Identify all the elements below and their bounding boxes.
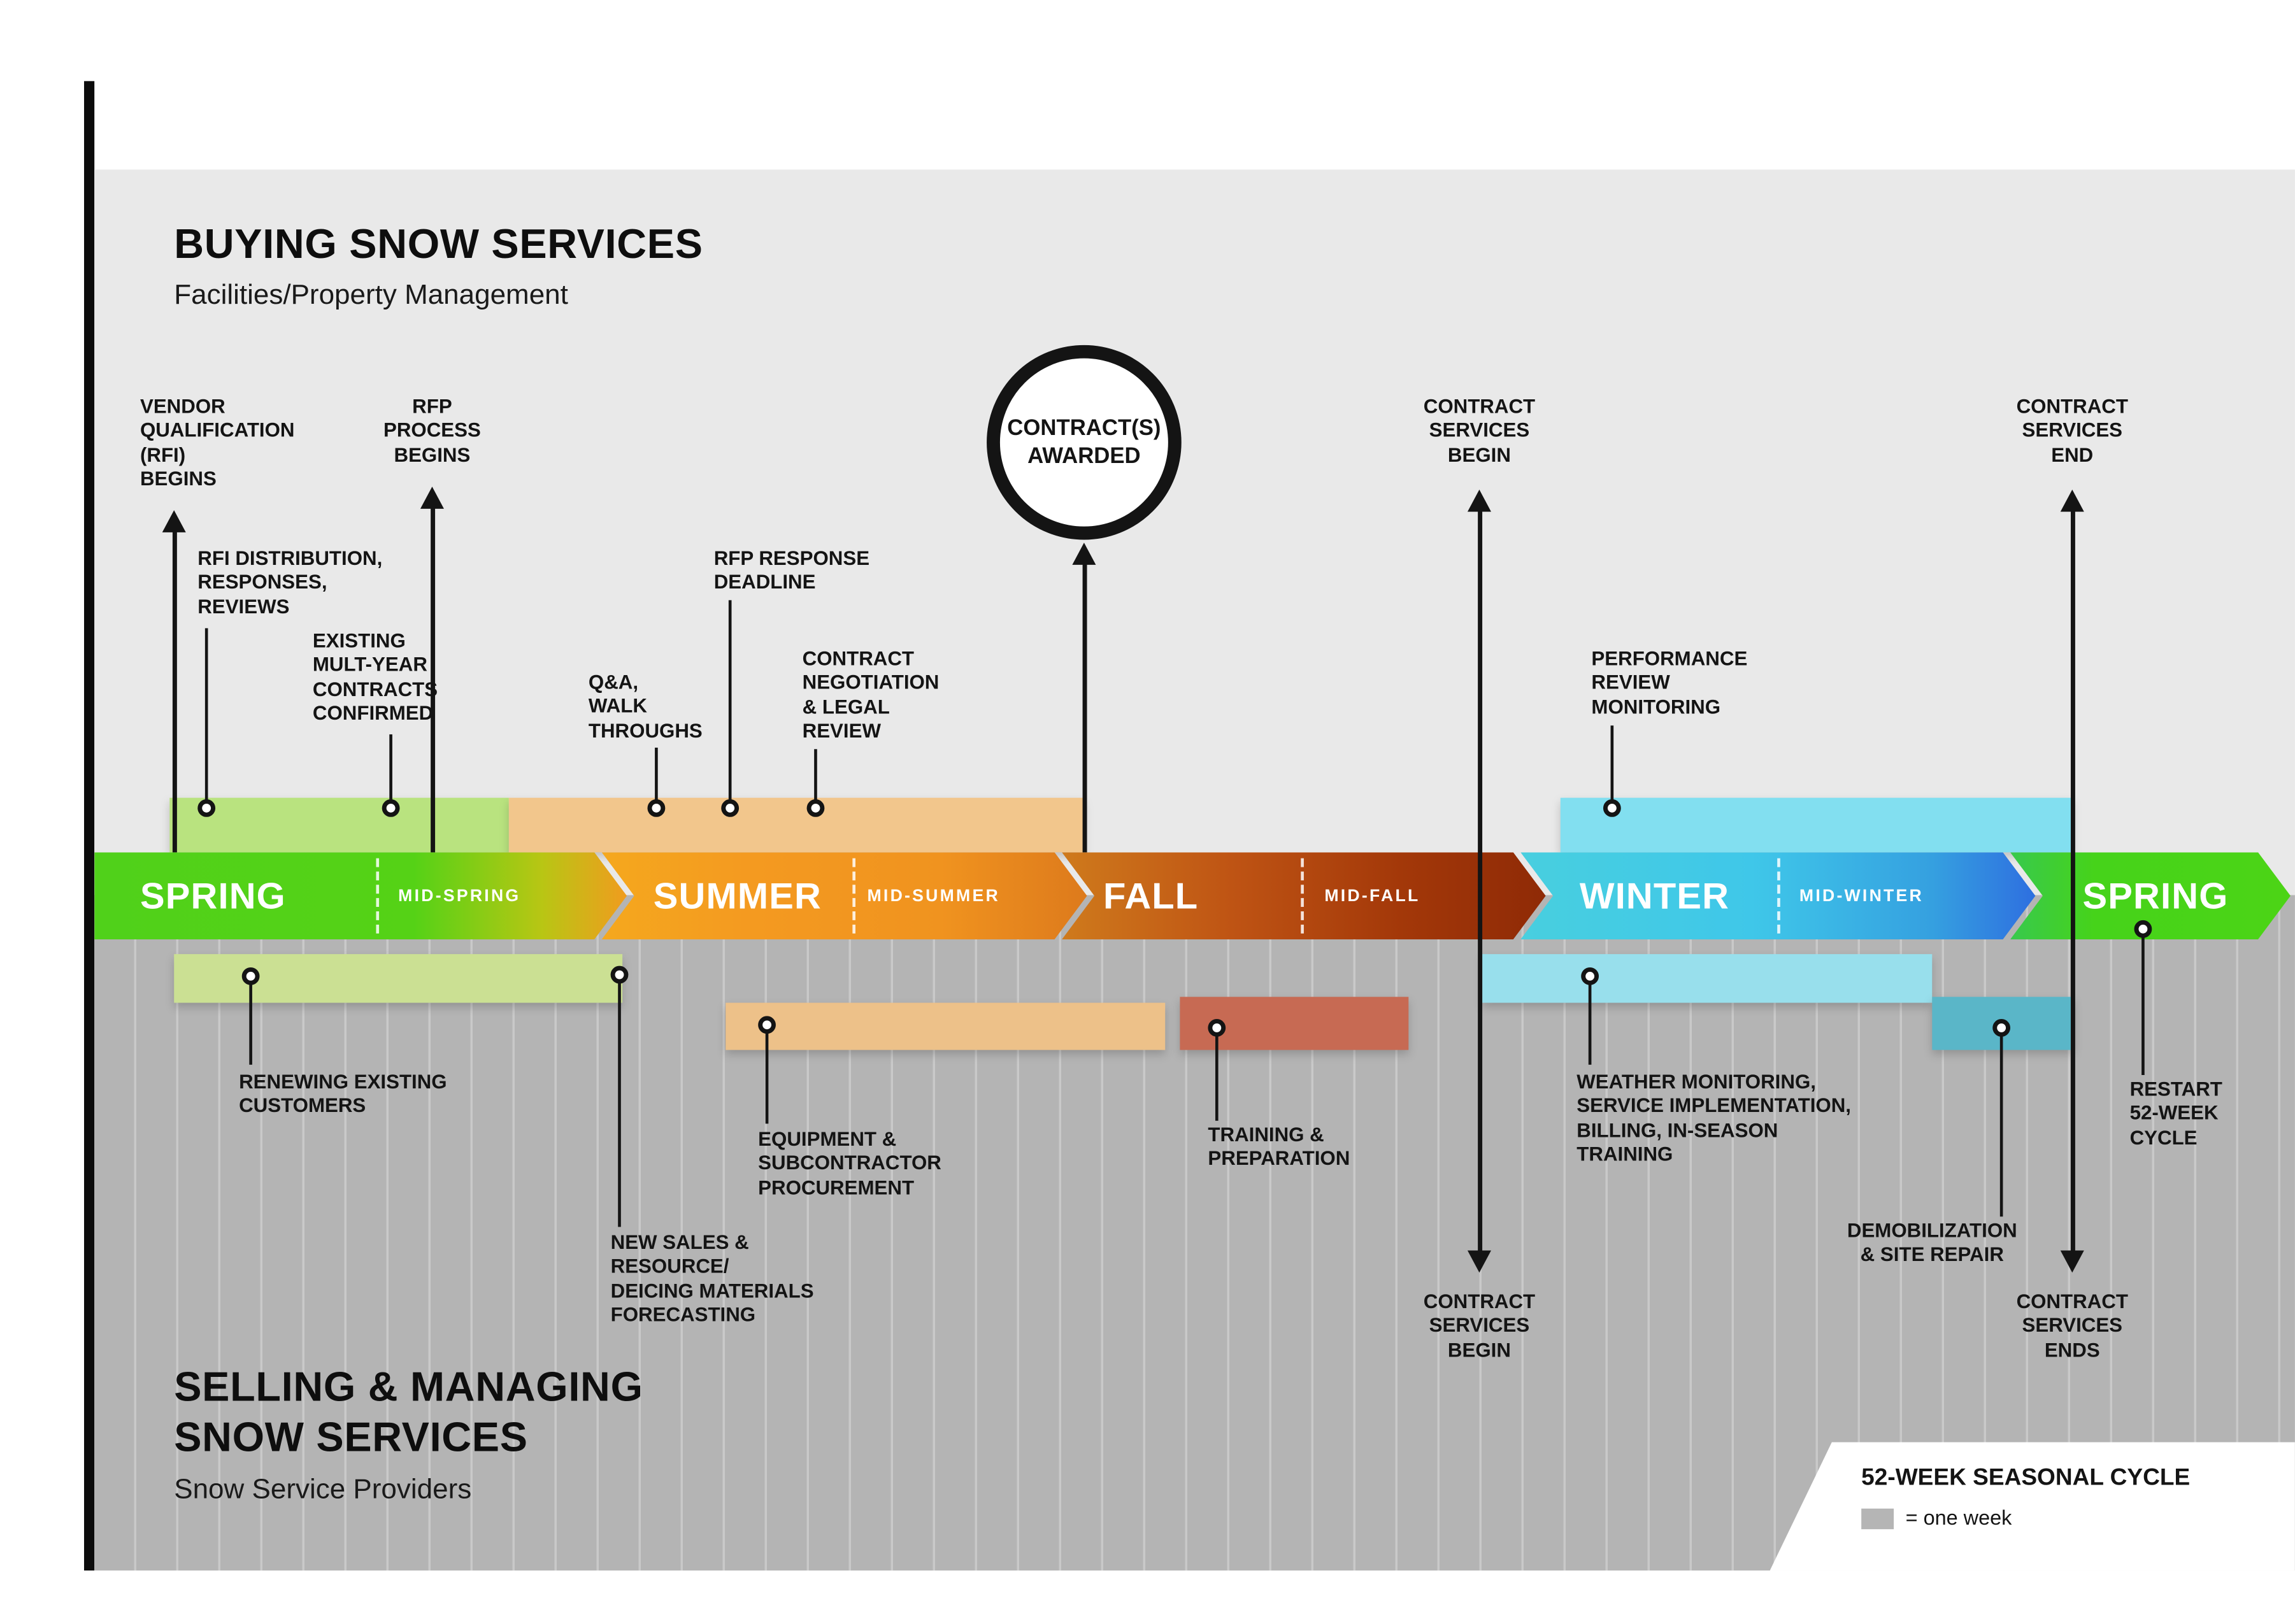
event-services-ends-bottom-label: CONTRACT SERVICES ENDS — [2016, 1290, 2128, 1362]
contract-negotiation-marker-icon — [806, 799, 825, 817]
left-accent-bar — [83, 81, 95, 1571]
event-services-end-top-label: CONTRACT SERVICES END — [2016, 395, 2128, 466]
strip-rfi-phase — [169, 797, 509, 853]
event-renewing-customers-label: RENEWING EXISTING CUSTOMERS — [239, 1071, 447, 1117]
strip-renewal-phase — [174, 954, 623, 1003]
training-marker-icon — [1208, 1019, 1226, 1037]
strip-inseason-phase — [1482, 954, 1933, 1003]
event-demobilization-label: DEMOBILIZATION & SITE REPAIR — [1847, 1219, 2017, 1266]
renewing-customers-stem — [249, 983, 252, 1065]
timeline-label-mid-spring: MID-SPRING — [398, 887, 521, 906]
contract-awarded-arrowhead-icon — [1072, 543, 1096, 565]
strip-procurement-phase — [726, 1002, 1166, 1050]
event-new-sales-label: NEW SALES & RESOURCE/ DEICING MATERIALS … — [610, 1231, 814, 1327]
new-sales-marker-icon — [610, 965, 629, 984]
equipment-marker-icon — [758, 1016, 776, 1034]
event-services-begin-bottom-label: CONTRACT SERVICES BEGIN — [1423, 1290, 1536, 1362]
timeline-label-fall: FALL — [1103, 876, 1199, 918]
services-end-arrowhead-up-icon — [2060, 489, 2084, 512]
performance-review-marker-icon — [1603, 799, 1621, 817]
selling-title-line2: SNOW SERVICES — [174, 1414, 528, 1460]
event-services-begin-top-label: CONTRACT SERVICES BEGIN — [1423, 395, 1536, 466]
contract-negotiation-stem — [814, 749, 817, 801]
selling-title-line1: SELLING & MANAGING — [174, 1364, 643, 1410]
separator-mid-winter — [1777, 858, 1780, 934]
timeline-label-mid-winter: MID-WINTER — [1799, 887, 1924, 906]
contract-awarded-arrow-line — [1082, 563, 1087, 853]
legend-swatch-label: = one week — [1905, 1506, 2012, 1530]
event-weather-monitoring-label: WEATHER MONITORING, SERVICE IMPLEMENTATI… — [1576, 1071, 1851, 1166]
buying-subtitle: Facilities/Property Management — [174, 280, 568, 311]
renewing-customers-marker-icon — [241, 967, 260, 985]
legend-box: 52-WEEK SEASONAL CYCLE = one week — [1770, 1442, 2295, 1571]
week-swatch-icon — [1861, 1508, 1894, 1530]
event-rfp-deadline-label: RFP RESPONSE DEADLINE — [713, 547, 870, 594]
timeline-band-fall — [1062, 852, 1545, 939]
equipment-stem — [765, 1032, 769, 1124]
separator-mid-fall — [1301, 858, 1304, 934]
strip-rfp-phase — [508, 797, 1084, 853]
weather-monitoring-stem — [1588, 983, 1592, 1065]
event-qa-walkthroughs-label: Q&A, WALK THROUGHS — [588, 671, 703, 742]
rfp-process-arrow-line — [431, 507, 436, 853]
selling-subtitle: Snow Service Providers — [174, 1474, 472, 1506]
event-equipment-label: EQUIPMENT & SUBCONTRACTOR PROCUREMENT — [758, 1128, 941, 1199]
rfi-distribution-marker-icon — [197, 799, 216, 817]
event-training-label: TRAINING & PREPARATION — [1208, 1123, 1350, 1171]
timeline-label-spring: SPRING — [139, 876, 286, 918]
legend-title: 52-WEEK SEASONAL CYCLE — [1861, 1465, 2191, 1491]
timeline-label-summer: SUMMER — [653, 876, 822, 918]
qa-walkthroughs-stem — [655, 747, 658, 801]
new-sales-stem — [618, 982, 621, 1227]
vendor-qualification-arrowhead-icon — [162, 510, 186, 532]
timeline-label-spring-restart: SPRING — [2082, 876, 2229, 918]
buying-background — [94, 169, 2295, 895]
performance-review-stem — [1610, 725, 1614, 801]
event-existing-contracts-label: EXISTING MULT-YEAR CONTRACTS CONFIRMED — [312, 629, 438, 725]
event-vendor-qualification-label: VENDOR QUALIFICATION (RFI) BEGINS — [139, 395, 295, 490]
timeline-label-mid-fall: MID-FALL — [1324, 887, 1420, 906]
event-rfi-distribution-label: RFI DISTRIBUTION, RESPONSES, REVIEWS — [197, 547, 383, 618]
event-contract-negotiation-label: CONTRACT NEGOTIATION & LEGAL REVIEW — [802, 647, 940, 743]
restart-cycle-marker-icon — [2134, 920, 2152, 938]
event-restart-cycle-label: RESTART 52-WEEK CYCLE — [2129, 1078, 2222, 1149]
demobilization-stem — [1999, 1035, 2003, 1217]
vendor-qualification-arrow-line — [172, 531, 177, 853]
rfp-process-arrowhead-icon — [420, 487, 444, 509]
rfp-deadline-stem — [728, 600, 732, 801]
separator-mid-spring — [376, 858, 380, 934]
rfi-distribution-stem — [204, 628, 208, 801]
event-contract-awarded-badge: CONTRACT(S) AWARDED — [987, 345, 1182, 540]
timeline-band-summer — [602, 852, 1087, 939]
demobilization-marker-icon — [1992, 1019, 2011, 1037]
services-begin-arrowhead-down-icon — [1467, 1250, 1491, 1273]
services-end-arrowhead-down-icon — [2060, 1250, 2084, 1273]
event-performance-review-label: PERFORMANCE REVIEW MONITORING — [1591, 647, 1748, 718]
existing-contracts-marker-icon — [382, 799, 400, 817]
services-begin-arrow-line — [1478, 510, 1483, 1251]
event-rfp-process-label: RFP PROCESS BEGINS — [383, 395, 481, 466]
services-begin-arrowhead-up-icon — [1467, 489, 1491, 512]
separator-mid-summer — [852, 858, 855, 934]
strip-performance-phase — [1560, 797, 2073, 853]
training-stem — [1215, 1035, 1219, 1121]
timeline-label-winter: WINTER — [1579, 876, 1730, 918]
qa-walkthroughs-marker-icon — [647, 799, 666, 817]
restart-cycle-stem — [2141, 936, 2145, 1075]
services-end-arrow-line — [2070, 510, 2075, 1251]
weather-monitoring-marker-icon — [1581, 967, 1599, 985]
timeline-label-mid-summer: MID-SUMMER — [867, 887, 1000, 906]
existing-contracts-stem — [389, 734, 392, 801]
rfp-deadline-marker-icon — [721, 799, 740, 817]
timeline-band-spring — [94, 852, 627, 939]
buying-title: BUYING SNOW SERVICES — [174, 221, 703, 267]
